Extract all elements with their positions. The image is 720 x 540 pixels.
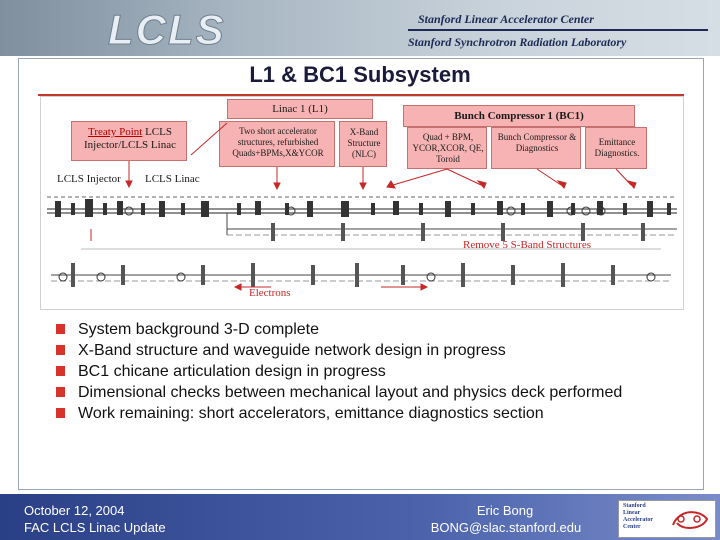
bc-header-label: Bunch Compressor 1 (BC1) [454, 110, 584, 122]
bullet-item: BC1 chicane articulation design in progr… [56, 362, 686, 381]
linac-label: LCLS Linac [145, 173, 200, 185]
bullet-list: System background 3-D complete X-Band st… [56, 320, 686, 425]
bullet-text: Work remaining: short accelerators, emit… [78, 405, 544, 422]
emittance-label: Emittance Diagnostics. [594, 137, 640, 158]
bc-header-box: Bunch Compressor 1 (BC1) [403, 105, 635, 127]
two-short-label: Two short accelerator structures, refurb… [232, 126, 324, 158]
footer-event: FAC LCLS Linac Update [24, 520, 166, 535]
electrons-label: Electrons [249, 287, 291, 299]
treaty-point-desc: LCLS Injector/LCLS Linac [84, 126, 176, 151]
bullet-marker-icon [56, 387, 65, 397]
remove-sband-label: Remove 5 S-Band Structures [463, 239, 592, 251]
header-banner: LCLS Stanford Linear Accelerator Center … [0, 0, 720, 56]
two-short-box: Two short accelerator structures, refurb… [219, 121, 335, 167]
footer-email: BONG@slac.stanford.edu [430, 520, 582, 535]
bullet-item: System background 3-D complete [56, 320, 686, 339]
xband-label: X-Band Structure (NLC) [347, 127, 381, 159]
org-name-slac: Stanford Linear Accelerator Center [418, 12, 594, 26]
bullet-text: System background 3-D complete [78, 321, 319, 338]
bunch-label: Bunch Compressor & Diagnostics [497, 132, 577, 153]
quad-box: Quad + BPM, YCOR,XCOR, QE, Toroid [407, 127, 487, 169]
bullet-marker-icon [56, 408, 65, 418]
bullet-text: Dimensional checks between mechanical la… [78, 384, 623, 401]
footer-bar: October 12, 2004 FAC LCLS Linac Update E… [0, 494, 720, 540]
injector-label: LCLS Injector [57, 173, 121, 185]
title-underline [38, 94, 684, 96]
org-name-ssrl: Stanford Synchrotron Radiation Laborator… [408, 35, 627, 49]
bullet-text: BC1 chicane articulation design in progr… [78, 363, 386, 380]
linac-header-label: Linac 1 (L1) [272, 103, 328, 115]
treaty-point-label: Treaty Point LCLS Injector/LCLS Linac [76, 126, 184, 152]
badge-line: Linear [623, 510, 641, 516]
subsystem-diagram: Linac 1 (L1) Bunch Compressor 1 (BC1) Tr… [40, 96, 684, 310]
xband-box: X-Band Structure (NLC) [339, 121, 387, 167]
beamline-schematic [47, 122, 677, 291]
accelerator-logo-icon [672, 511, 709, 529]
slide-title: L1 & BC1 Subsystem [249, 62, 471, 87]
slide-frame [18, 58, 704, 490]
treaty-point-title: Treaty Point [88, 126, 143, 138]
bullet-item: Work remaining: short accelerators, emit… [56, 404, 686, 423]
quad-label: Quad + BPM, YCOR,XCOR, QE, Toroid [412, 132, 484, 164]
bunch-box: Bunch Compressor & Diagnostics [491, 127, 581, 169]
emittance-box: Emittance Diagnostics. [585, 127, 647, 169]
badge-text: Stanford Linear Accelerator Center [623, 503, 653, 531]
lcls-logo: LCLS [108, 6, 226, 54]
bullet-marker-icon [56, 324, 65, 334]
bullet-marker-icon [56, 345, 65, 355]
bullet-item: X-Band structure and waveguide network d… [56, 341, 686, 360]
slac-badge: Stanford Linear Accelerator Center [618, 500, 716, 538]
footer-author: Eric Bong [476, 503, 534, 518]
badge-line: Stanford [623, 503, 646, 509]
bullet-marker-icon [56, 366, 65, 376]
bullet-item: Dimensional checks between mechanical la… [56, 383, 686, 402]
header-divider [408, 29, 708, 31]
badge-line: Center [623, 524, 641, 530]
badge-line: Accelerator [623, 517, 653, 523]
treaty-point-box: Treaty Point LCLS Injector/LCLS Linac [71, 121, 187, 161]
bullet-text: X-Band structure and waveguide network d… [78, 342, 506, 359]
footer-date: October 12, 2004 [24, 503, 125, 518]
linac-header-box: Linac 1 (L1) [227, 99, 373, 119]
